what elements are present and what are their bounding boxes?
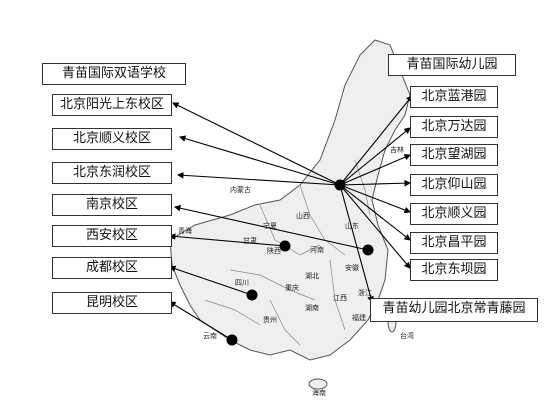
school-header: 青苗国际双语学校	[42, 63, 186, 85]
kindergarten-label: 北京东坝园	[410, 259, 498, 281]
connection-arrows	[168, 95, 413, 341]
label-hainan: 海南	[312, 388, 326, 397]
label-taiwan: 台湾	[400, 331, 414, 340]
label-chongqing: 重庆	[285, 283, 299, 292]
label-shanxi: 山西	[296, 211, 310, 220]
label-sichuan: 四川	[235, 279, 249, 287]
label-shaanxi: 陕西	[267, 246, 281, 255]
province-border	[299, 184, 346, 256]
kunming-dot	[226, 334, 238, 346]
label-henan: 河南	[310, 245, 324, 254]
label-anhui: 安徽	[345, 263, 359, 272]
label-hubei: 湖北	[305, 271, 319, 280]
province-border	[204, 299, 261, 326]
label-jilin: 吉林	[390, 145, 404, 154]
campus-label: 北京阳光上东校区	[52, 94, 172, 116]
kindergarten-label: 北京昌平园	[410, 232, 498, 254]
campus-label: 北京东润校区	[52, 162, 172, 184]
label-yunnan: 云南	[203, 331, 217, 340]
province-border	[229, 269, 316, 301]
label-neimenggu: 内蒙古	[230, 185, 251, 194]
hainan-island	[308, 378, 328, 390]
campus-label: 成都校区	[52, 257, 172, 279]
label-hunan: 湖南	[305, 303, 319, 312]
label-qinghai: 青海	[178, 226, 192, 235]
province-border	[329, 259, 346, 331]
kindergarten-header: 青苗国际幼儿园	[388, 54, 516, 76]
campus-label: 西安校区	[52, 225, 172, 247]
label-guizhou: 贵州	[263, 315, 277, 324]
xian-dot	[279, 240, 291, 252]
label-shandong: 山东	[345, 221, 359, 230]
province-border	[269, 299, 301, 346]
extra-kindergarten-label: 青苗幼儿园北京常青藤园	[370, 298, 538, 322]
campus-label: 昆明校区	[52, 292, 172, 314]
kindergarten-label: 北京望湖园	[410, 144, 498, 166]
label-gansu: 甘肃	[243, 236, 257, 245]
label-jiangxi: 江西	[333, 294, 347, 302]
chengdu-dot	[246, 289, 258, 301]
label-fujian: 福建	[352, 313, 366, 322]
beijing-dot	[334, 179, 346, 191]
kindergarten-label: 北京仰山园	[410, 174, 498, 196]
campus-label: 北京顺义校区	[52, 128, 172, 150]
nanjing-dot	[362, 244, 374, 256]
label-ningxia: 宁夏	[263, 221, 277, 230]
campus-label: 南京校区	[52, 194, 172, 216]
kindergarten-label: 北京顺义园	[410, 203, 498, 225]
kindergarten-label: 北京万达园	[410, 116, 498, 138]
label-zhejiang: 浙江	[358, 288, 372, 297]
kindergarten-label: 北京蓝港园	[410, 86, 498, 108]
